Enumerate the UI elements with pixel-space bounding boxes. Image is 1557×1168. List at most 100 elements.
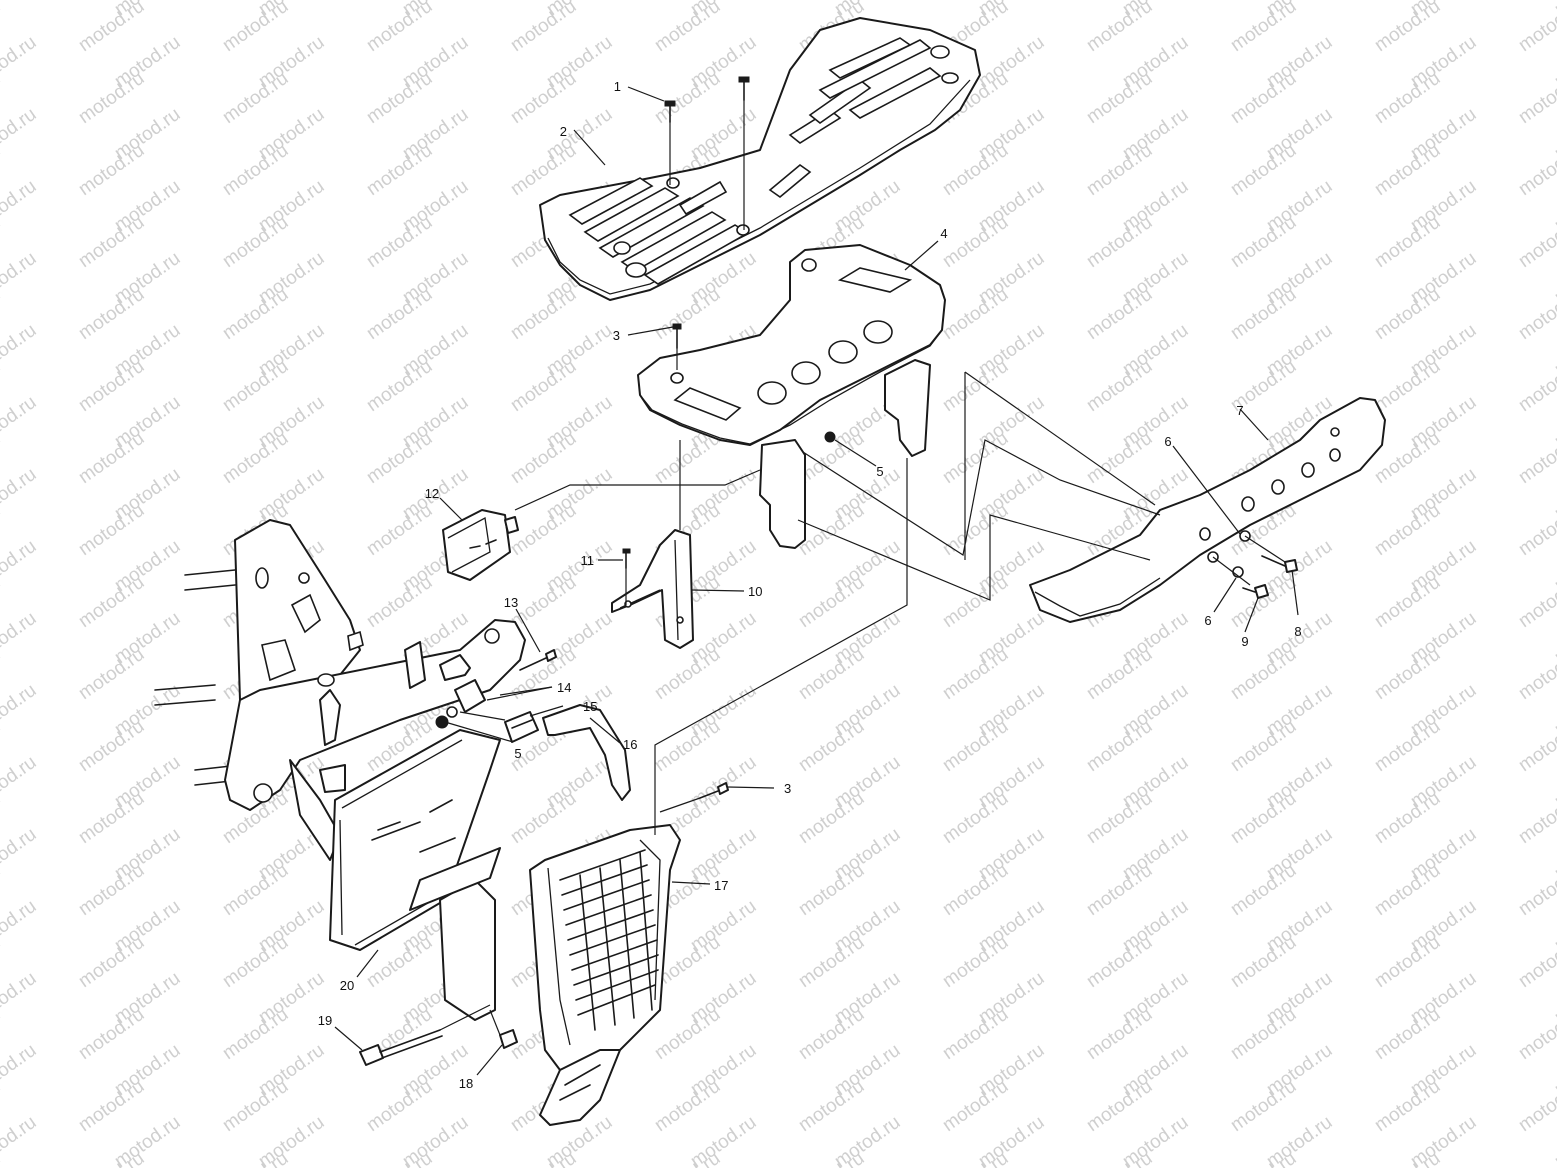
watermark-text: motod.ru <box>507 1148 580 1168</box>
bolt-3-upper <box>672 323 682 349</box>
watermark-text: motod.ru <box>0 356 4 416</box>
watermark-text: motod.ru <box>75 1148 148 1168</box>
radiator-cover-grille <box>529 824 681 1126</box>
watermark-text: motod.ru <box>1371 1148 1444 1168</box>
washer-18 <box>499 1029 518 1049</box>
watermark-text: motod.ru <box>1083 1148 1156 1168</box>
callout-7: 7 <box>1236 403 1243 418</box>
watermark-text: motod.ru <box>219 0 292 56</box>
watermark-text: motod.ru <box>1515 428 1557 488</box>
watermark-text: motod.ru <box>0 0 40 20</box>
watermark-text: motod.ru <box>0 176 40 236</box>
watermark-text: motod.ru <box>363 1148 436 1168</box>
watermark-text: motod.ru <box>1515 1004 1557 1064</box>
callout-13: 13 <box>504 595 518 610</box>
watermark-text: motod.ru <box>507 0 580 56</box>
mounting-bracket <box>611 529 694 649</box>
watermark-text: motod.ru <box>0 284 4 344</box>
watermark-text: motod.ru <box>1515 356 1557 416</box>
callout-leaders <box>334 86 1299 1076</box>
watermark-text: motod.ru <box>1227 1148 1300 1168</box>
watermark-text: motod.ru <box>0 680 40 740</box>
watermark-text: motod.ru <box>0 320 40 380</box>
grommet-blocks <box>435 679 539 743</box>
watermark-text: motod.ru <box>1515 932 1557 992</box>
bolt-8 <box>1261 555 1298 573</box>
watermark-text: motod.ru <box>1515 284 1557 344</box>
watermark-text: motod.ru <box>1515 68 1557 128</box>
callout-1: 1 <box>614 79 621 94</box>
callout-18: 18 <box>459 1076 473 1091</box>
watermark-text: motod.ru <box>0 1112 40 1168</box>
watermark-text: motod.ru <box>0 752 40 812</box>
watermark-text: motod.ru <box>363 0 436 56</box>
watermark-text: motod.ru <box>939 1148 1012 1168</box>
watermark-text: motod.ru <box>1371 0 1444 56</box>
watermark-text: motod.ru <box>1515 860 1557 920</box>
callout-10: 10 <box>748 584 762 599</box>
watermark-text: motod.ru <box>1515 644 1557 704</box>
callout-8: 8 <box>1294 624 1301 639</box>
lower-bracket-plate <box>409 847 501 1021</box>
callout-9: 9 <box>1241 634 1248 649</box>
watermark-text: motod.ru <box>1515 572 1557 632</box>
callout-3-upper: 3 <box>613 328 620 343</box>
watermark-text: motod.ru <box>0 0 4 56</box>
callout-12: 12 <box>425 486 439 501</box>
bolt-11 <box>622 548 631 569</box>
watermark-text: motod.ru <box>651 1148 724 1168</box>
watermark-text: motod.ru <box>0 824 40 884</box>
rack-support-frame <box>637 244 946 549</box>
callout-16: 16 <box>623 737 637 752</box>
watermark-text: motod.ru <box>0 428 4 488</box>
radiator-hose <box>542 704 631 801</box>
watermark-text: motod.ru <box>0 1004 4 1064</box>
watermark-text: motod.ru <box>795 1148 868 1168</box>
watermark-text: motod.ru <box>0 464 40 524</box>
watermark-text: motod.ru <box>0 860 4 920</box>
watermark-text: motod.ru <box>0 212 4 272</box>
watermark-text: motod.ru <box>0 572 4 632</box>
watermark-text: motod.ru <box>1551 1112 1557 1168</box>
watermark-text: motod.ru <box>0 1076 4 1136</box>
watermark-text: motod.ru <box>1515 716 1557 776</box>
watermark-text: motod.ru <box>0 32 40 92</box>
watermark-text: motod.ru <box>1515 140 1557 200</box>
watermark-text: motod.ru <box>651 0 724 56</box>
callout-3-lower: 3 <box>784 781 791 796</box>
radiator <box>319 729 501 951</box>
bolt-3-lower <box>699 782 729 799</box>
assembly-lines <box>439 100 1286 1036</box>
nuts-5 <box>824 431 836 443</box>
watermark-text: motod.ru <box>0 1040 40 1100</box>
callout-5-upper: 5 <box>876 464 883 479</box>
watermark-text: motod.ru <box>0 716 4 776</box>
callout-2: 2 <box>560 124 567 139</box>
bolt-19 <box>359 1029 443 1066</box>
bolt-9 <box>1242 584 1269 599</box>
watermark-text: motod.ru <box>0 896 40 956</box>
callout-6-upper: 6 <box>1164 434 1171 449</box>
callout-15: 15 <box>583 699 597 714</box>
watermark-text: motod.ru <box>1227 0 1300 56</box>
watermark-text: motod.ru <box>0 932 4 992</box>
watermark-text: motod.ru <box>0 104 40 164</box>
watermark-text: motod.ru <box>0 788 4 848</box>
watermark-text: motod.ru <box>0 536 40 596</box>
watermark-text: motod.ru <box>0 392 40 452</box>
watermark-text: motod.ru <box>0 608 40 668</box>
watermark-text: motod.ru <box>1515 0 1557 56</box>
tail-light <box>442 509 519 581</box>
watermark-text: motod.ru <box>1515 788 1557 848</box>
watermark-text: motod.ru <box>0 140 4 200</box>
watermark-text: motod.ru <box>219 1148 292 1168</box>
callout-5-lower: 5 <box>514 746 521 761</box>
watermark-text: motod.ru <box>1515 1076 1557 1136</box>
callout-4: 4 <box>940 226 947 241</box>
watermark-text: motod.ru <box>0 644 4 704</box>
callout-6-lower: 6 <box>1204 613 1211 628</box>
callout-20: 20 <box>340 978 354 993</box>
watermark-text: motod.ru <box>0 68 4 128</box>
